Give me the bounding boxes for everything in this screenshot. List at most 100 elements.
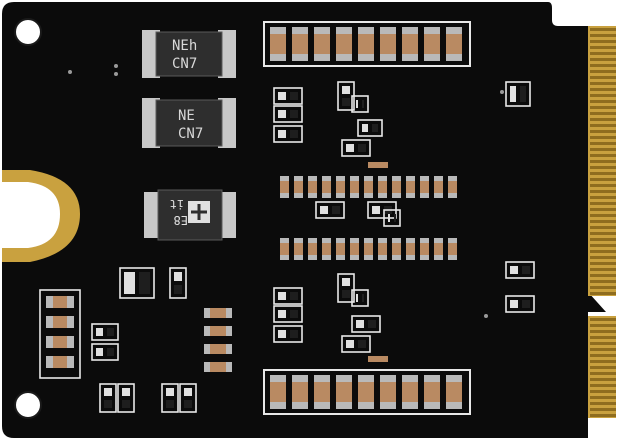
connector-finger	[590, 40, 616, 43]
row-resistor-cap	[308, 193, 317, 198]
bank-resistor-cap	[380, 402, 396, 409]
component-pad	[346, 340, 354, 348]
row-resistor-cap	[378, 176, 387, 181]
component-pad	[278, 330, 286, 338]
component-pad	[356, 294, 358, 302]
mid-resistor-cap	[204, 326, 210, 336]
bank-resistor-cap	[336, 402, 352, 409]
chip-3-line-1: E8	[174, 213, 188, 227]
connector-finger	[590, 232, 616, 235]
component-pad	[166, 388, 174, 396]
row-resistor-cap	[434, 238, 443, 243]
connector-finger	[590, 172, 616, 175]
ladder-resistor-cap	[67, 316, 74, 328]
component-outline	[351, 315, 381, 333]
row-resistor	[420, 238, 429, 260]
component-pad	[290, 330, 298, 338]
row-resistor-cap	[392, 238, 401, 243]
bank-resistor-cap	[292, 402, 308, 409]
row-resistor-cap	[364, 193, 373, 198]
component-outline	[91, 343, 119, 361]
component-outline	[351, 289, 369, 307]
row-resistor-cap	[350, 238, 359, 243]
bank-resistor-cap	[424, 27, 440, 34]
connector-finger	[590, 142, 616, 145]
row-resistor	[406, 238, 415, 260]
connector-finger	[590, 336, 616, 339]
component-pad	[320, 206, 328, 214]
mid-resistor-cap	[226, 326, 232, 336]
mid-resistor-cap	[226, 362, 232, 372]
bank-resistor	[270, 27, 286, 61]
row-resistor	[350, 238, 359, 260]
component-pad	[388, 214, 390, 222]
bank-resistor	[402, 27, 418, 61]
resistor-bank-bottom-outline	[263, 369, 471, 415]
row-resistor	[364, 238, 373, 260]
connector-finger	[590, 220, 616, 223]
component-pad	[372, 124, 378, 132]
pcb-board	[2, 2, 606, 438]
bank-resistor	[270, 375, 286, 409]
component-outline	[273, 325, 303, 343]
connector-finger	[590, 124, 616, 127]
row-resistor-cap	[364, 255, 373, 260]
component-pad	[290, 310, 298, 318]
bank-resistor-cap	[314, 27, 330, 34]
row-resistor	[448, 238, 457, 260]
connector-finger	[590, 202, 616, 205]
row-resistor-cap	[406, 176, 415, 181]
component-pad	[278, 130, 286, 138]
connector-finger	[590, 208, 616, 211]
component-pad	[96, 328, 103, 336]
row-resistor-cap	[434, 193, 443, 198]
row-resistor-cap	[350, 193, 359, 198]
bank-resistor-cap	[424, 375, 440, 382]
bank-resistor-cap	[270, 402, 286, 409]
bank-resistor	[446, 375, 462, 409]
bank-resistor	[446, 27, 462, 61]
bank-resistor	[314, 27, 330, 61]
mid-resistor-cap	[226, 344, 232, 354]
row-resistor-cap	[420, 255, 429, 260]
row-resistor-cap	[448, 238, 457, 243]
ladder-resistor-cap	[46, 316, 53, 328]
component-pad	[124, 272, 135, 294]
connector-finger	[590, 292, 616, 295]
row-resistor	[336, 176, 345, 198]
row-resistor-cap	[420, 176, 429, 181]
row-resistor-cap	[434, 255, 443, 260]
component-pad	[346, 144, 354, 152]
row-marker	[368, 356, 388, 362]
component-outline	[169, 267, 187, 299]
connector-finger	[590, 274, 616, 277]
component-pad	[139, 272, 150, 294]
bank-resistor-cap	[292, 27, 308, 34]
connector-finger	[590, 106, 616, 109]
connector-finger	[590, 184, 616, 187]
connector-finger	[590, 190, 616, 193]
component-outline	[505, 81, 531, 107]
bank-resistor	[292, 375, 308, 409]
resistor-bank-top	[270, 27, 462, 61]
bank-resistor	[336, 27, 352, 61]
bank-resistor-cap	[424, 402, 440, 409]
connector-finger	[590, 112, 616, 115]
bank-resistor	[336, 375, 352, 409]
bank-resistor-cap	[402, 27, 418, 34]
bank-resistor-cap	[336, 54, 352, 61]
component-pad	[332, 206, 340, 214]
component-outline	[117, 383, 135, 413]
component-outline	[341, 335, 371, 353]
component-pad	[342, 290, 350, 298]
connector-finger	[590, 196, 616, 199]
component-outline	[315, 201, 345, 219]
component-outline	[91, 323, 119, 341]
row-resistor	[448, 176, 457, 198]
row-resistor	[378, 238, 387, 260]
component-pad	[96, 348, 103, 356]
row-resistor-cap	[322, 238, 331, 243]
row-resistor-cap	[420, 193, 429, 198]
ladder-resistor-cap	[46, 296, 53, 308]
connector-finger	[590, 76, 616, 79]
